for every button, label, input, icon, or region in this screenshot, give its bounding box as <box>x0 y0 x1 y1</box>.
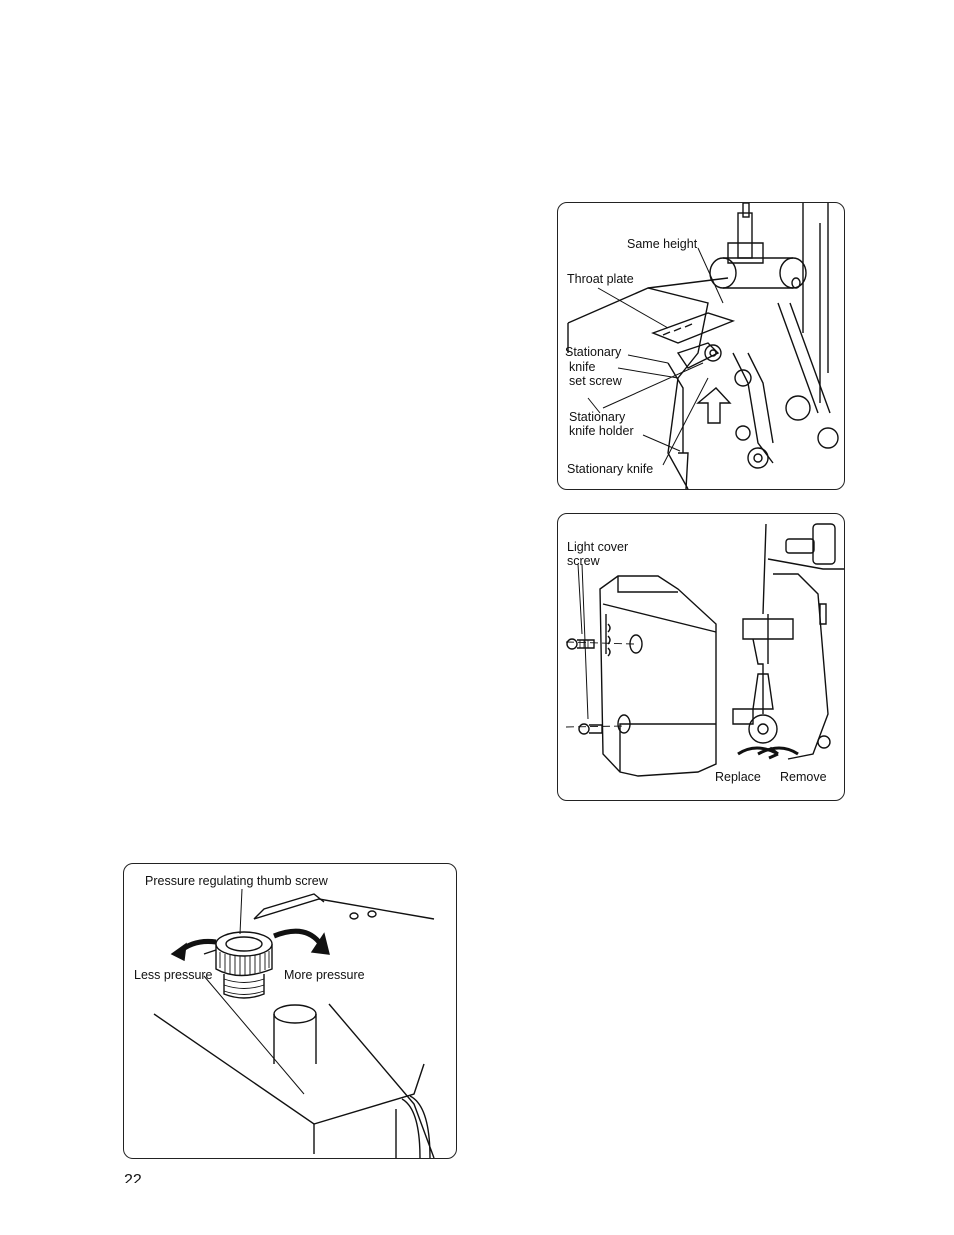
label-pressure-regulating-thumb-screw: Pressure regulating thumb screw <box>145 874 328 889</box>
label-same-height: Same height <box>627 237 697 252</box>
label-stationary-knife-set-screw-3: set screw <box>569 374 622 389</box>
label-remove: Remove <box>780 770 827 785</box>
label-stationary-knife-holder-1: Stationary <box>569 410 625 425</box>
label-more-pressure: More pressure <box>284 968 365 983</box>
stationary-knife-figure: Same height Throat plate Stationary knif… <box>557 202 845 490</box>
label-less-pressure: Less pressure <box>134 968 213 983</box>
label-replace: Replace <box>715 770 761 785</box>
label-stationary-knife-holder-2: knife holder <box>569 424 634 439</box>
pressure-screw-figure: Pressure regulating thumb screw Less pre… <box>123 863 457 1159</box>
label-throat-plate: Throat plate <box>567 272 634 287</box>
label-light-cover-screw-1: Light cover <box>567 540 628 555</box>
light-cover-figure: Light cover screw Replace Remove <box>557 513 845 801</box>
pressure-screw-illustration <box>124 864 456 1158</box>
label-stationary-knife: Stationary knife <box>567 462 653 477</box>
page-number: 22 <box>124 1170 142 1183</box>
label-stationary-knife-set-screw-1: Stationary <box>565 345 621 360</box>
label-light-cover-screw-2: screw <box>567 554 600 569</box>
light-cover-illustration <box>558 514 844 800</box>
label-stationary-knife-set-screw-2: knife <box>569 360 595 375</box>
